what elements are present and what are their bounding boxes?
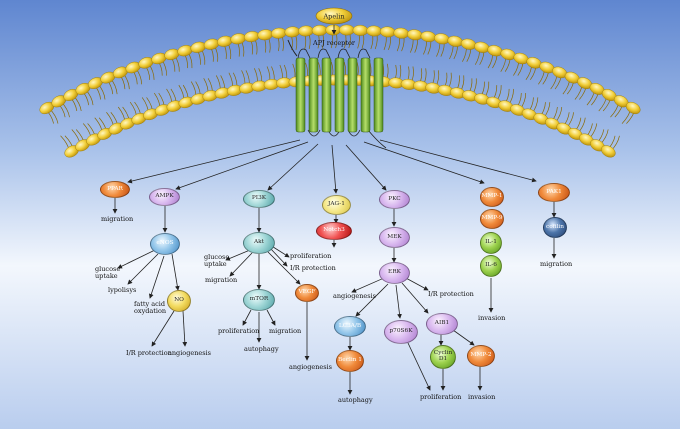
pak1-node: PAK1 (538, 183, 570, 202)
fatty-acid-label: fatty acid oxydation (134, 300, 167, 315)
erk-node: ERK (379, 262, 410, 284)
ppar-node: PPAR (100, 181, 130, 198)
apj-receptor-label: APJ receptor (312, 39, 356, 47)
cyclin-d1-node: Cyclin D1 (430, 345, 456, 369)
invasion-label-1: invasion (468, 393, 496, 401)
jag1-node: JAG-1 (322, 195, 351, 215)
pkc-node: PKC (379, 190, 410, 209)
il6-node: IL-6 (480, 255, 502, 277)
arrows (112, 139, 557, 395)
apj-receptor-helices (287, 39, 387, 149)
cofilin-node: cofilin (543, 217, 567, 238)
mmp2-node: MMP-2 (467, 345, 495, 367)
autophagy-label-1: autophagy (244, 345, 279, 353)
aib1-node: AIB1 (426, 313, 458, 335)
beclin-node: Beclin 1 (336, 350, 364, 372)
mmp9-node: MMP-9 (480, 209, 504, 229)
proliferation-label-2: proliferation (218, 327, 260, 335)
il1-node: IL-1 (480, 232, 502, 254)
vegf-node: VEGF (295, 284, 319, 302)
ampk-node: AMPK (149, 188, 180, 206)
proliferation-label-3: proliferation (420, 393, 462, 401)
angiogenesis-label-3: angiogenesis (333, 292, 377, 300)
no-node: NO (167, 290, 191, 312)
ppar-migration-label: migration (101, 215, 134, 223)
ir-protection-label-1: I/R protection (126, 349, 172, 357)
lypolisys-label: lypolisys (108, 286, 137, 294)
apelin-node (315, 7, 353, 25)
notch3-node: Notch3 (316, 222, 352, 240)
mek-node: MEK (379, 227, 410, 248)
ir-protection-label-3: I/R protection (428, 290, 474, 298)
lc3-node: LC3A/B (334, 316, 366, 337)
apelin-label: Apelin (322, 13, 344, 21)
proliferation-label-1: proliferation (290, 252, 332, 260)
migration-label-4: migration (540, 260, 573, 268)
ir-protection-label-2: I/R protection (290, 264, 336, 272)
akt-node: Akt (243, 232, 275, 254)
autophagy-label-2: autophagy (338, 396, 373, 404)
mtor-node: mTOR (243, 289, 275, 311)
p70s6k-node: p70S6K (384, 320, 418, 344)
angiogenesis-label-1: angiogenesis (168, 349, 212, 357)
migration-label-3: migration (269, 327, 302, 335)
invasion-label-2: invasion (478, 314, 506, 322)
migration-label-2: migration (205, 276, 238, 284)
angiogenesis-label-2: angiogenesis (289, 363, 333, 371)
pi3k-node: PI3K (243, 190, 275, 208)
glucose-uptake-label-1: glucose uptake (95, 265, 121, 280)
mmp1-node: MMP-1 (480, 187, 504, 207)
glucose-uptake-label-2: glucose uptake (204, 253, 230, 268)
enos-node: eNOS (150, 233, 180, 255)
